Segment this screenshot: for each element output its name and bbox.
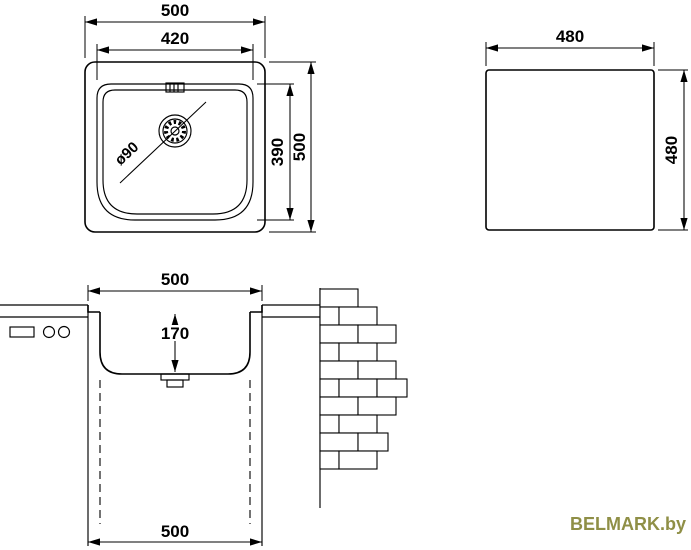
drain-mid-circle	[162, 118, 188, 144]
dim-label-bowl-height: 390	[268, 138, 287, 166]
dim-cutout-height: 480	[658, 69, 688, 231]
drain-center-circle	[170, 126, 180, 136]
dim-top-bowl-height: 390	[257, 83, 294, 221]
brick	[338, 378, 378, 398]
rim-profile-right	[250, 305, 263, 313]
overflow-body	[165, 82, 185, 93]
drain-pipe	[166, 379, 184, 388]
dim-section-bowl-depth: 170	[158, 314, 192, 372]
dim-section-bottom-width: 500	[88, 522, 262, 546]
brick	[357, 396, 397, 416]
dim-label-bowl-width: 420	[161, 29, 189, 48]
brick	[319, 306, 340, 326]
brick	[319, 378, 340, 398]
overflow-icon	[165, 82, 185, 93]
label-mask	[158, 325, 192, 341]
drain-leader-line	[119, 101, 207, 184]
faucet-hole	[57, 325, 71, 339]
dim-label-section-bottom-width: 500	[161, 522, 189, 541]
drain-grate-ring	[164, 120, 186, 142]
brick-wall-pattern	[319, 288, 408, 470]
brick	[319, 432, 359, 452]
dim-label-outer-height: 500	[290, 133, 309, 161]
brick	[319, 324, 359, 344]
dim-label-cutout-width: 480	[556, 27, 584, 46]
sink-section-view: 500 170 500	[0, 270, 408, 546]
brick	[338, 306, 378, 326]
dim-label-section-top-width: 500	[161, 270, 189, 289]
faucet-holes-icon	[9, 325, 71, 339]
rim-profile-left	[87, 305, 100, 313]
drain-fitting-icon	[160, 373, 190, 388]
brick	[319, 360, 359, 380]
brick	[319, 342, 340, 362]
dim-top-outer-width: 500	[84, 1, 266, 58]
brick	[338, 342, 378, 362]
brick	[338, 414, 378, 434]
brick	[357, 324, 397, 344]
bowl-outer-edge	[96, 83, 254, 221]
dim-section-top-width: 500	[87, 270, 263, 301]
dim-label-cutout-height: 480	[662, 136, 681, 164]
dim-label-drain-diameter: ø90	[112, 139, 143, 169]
sink-top-view: ø90 500 420 390 500	[84, 1, 316, 233]
drain-outer-circle	[158, 114, 192, 148]
brick	[319, 414, 340, 434]
brick	[319, 396, 359, 416]
faucet-plate	[9, 326, 35, 338]
drain-flange	[160, 373, 190, 381]
bowl-inner-edge	[102, 89, 248, 215]
dim-label-bowl-depth: 170	[161, 324, 189, 343]
brick	[376, 378, 408, 398]
brick	[357, 360, 397, 380]
brick	[338, 450, 378, 470]
sink-outer-rim	[84, 61, 266, 233]
cutout-view: 480 480	[485, 27, 688, 231]
faucet-hole	[42, 325, 56, 339]
dim-cutout-width: 480	[485, 27, 655, 66]
brick	[319, 288, 359, 308]
brick	[357, 432, 389, 452]
cutout-square	[485, 69, 655, 231]
brick	[319, 450, 340, 470]
drain-icon	[158, 114, 192, 148]
dim-top-outer-height: 500	[269, 61, 316, 233]
dim-label-outer-width: 500	[161, 1, 189, 20]
watermark-logo: BELMARK.by	[570, 514, 686, 534]
dim-top-bowl-width: 420	[96, 29, 254, 80]
